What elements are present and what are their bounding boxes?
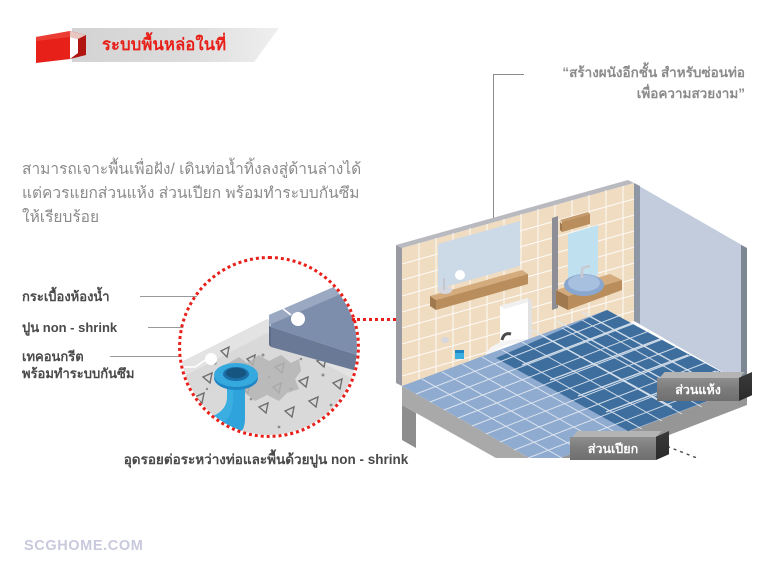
leader-line-concrete: [110, 356, 206, 357]
callout-concrete-line-1: เทคอนกรีต: [22, 349, 84, 364]
intro-line-3: ให้เรียบร้อย: [22, 209, 100, 226]
callout-label-non-shrink-mortar: ปูน non - shrink: [22, 320, 118, 335]
isometric-bathroom-illustration: [396, 180, 747, 458]
header-title: ระบบพื้นหล่อในที่: [102, 36, 227, 54]
callout-concrete-line-2: พร้อมทำระบบกันซึม: [22, 366, 135, 381]
zone-tag-wet-label: ส่วนเปียก: [570, 437, 656, 460]
quote-leader-vertical: [493, 74, 494, 220]
header-banner: ระบบพื้นหล่อในที่: [34, 28, 279, 63]
intro-line-1: สามารถเจาะพื้นเพื่อฝัง/ เดินท่อน้ำทิ้งลง…: [22, 161, 362, 178]
intro-line-2: แต่ควรแยกส่วนแห้ง ส่วนเปียก พร้อมทำระบบก…: [22, 185, 360, 202]
banner-background: [72, 28, 279, 62]
leader-line-tile: [140, 296, 210, 297]
callout-label-concrete: เทคอนกรีต พร้อมทำระบบกันซึม: [22, 348, 134, 382]
intro-paragraph: สามารถเจาะพื้นเพื่อฝัง/ เดินท่อน้ำทิ้งลง…: [22, 158, 412, 230]
detail-caption: อุดรอยต่อระหว่างท่อและพื้นด้วยปูน non - …: [123, 452, 409, 467]
wall-quote-line-2: เพื่อความสวยงาม”: [636, 86, 745, 101]
red-cube-logo-icon: [36, 31, 86, 63]
zone-tag-dry-side-face: [739, 372, 752, 401]
detail-zoom-circle: [178, 256, 360, 438]
quote-leader-horizontal: [494, 74, 524, 75]
site-watermark: SCGHOME.COM: [24, 538, 144, 554]
zone-tag-wet-side-face: [656, 431, 669, 460]
detail-circle-border: [178, 256, 360, 438]
zone-tag-dry-label: ส่วนแห้ง: [657, 378, 739, 401]
callout-label-bathroom-tile: กระเบื้องห้องน้ำ: [22, 289, 110, 304]
wall-quote-line-1: “สร้างผนังอีกชั้น สำหรับซ่อนท่อ: [562, 65, 745, 80]
wall-quote: “สร้างผนังอีกชั้น สำหรับซ่อนท่อ เพื่อควา…: [455, 62, 745, 104]
